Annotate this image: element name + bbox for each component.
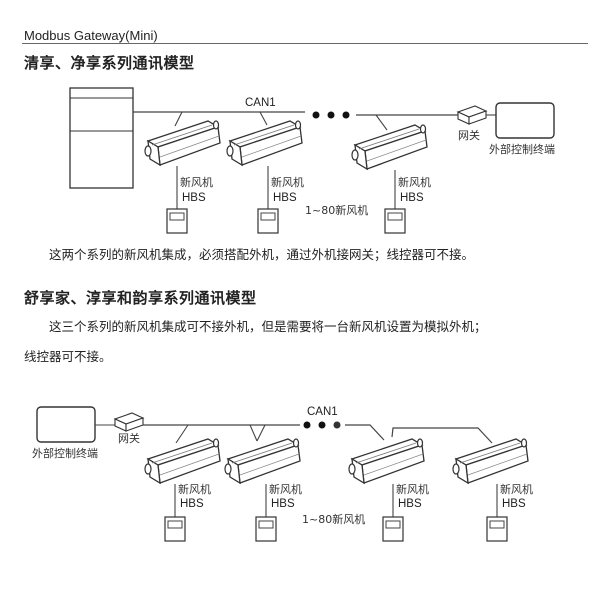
wired-controller-icon (486, 516, 508, 542)
gateway-icon (456, 105, 488, 125)
bus-continuation-dot (333, 421, 341, 429)
section2-paragraph-line1: 这三个系列的新风机集成可不接外机，但是需要将一台新风机设置为模拟外机； (49, 319, 487, 334)
bus-continuation-dot (312, 111, 320, 119)
unit-name-label: 新风机 (396, 482, 429, 496)
bus-continuation-dot (303, 421, 311, 429)
external-terminal-icon (36, 406, 96, 443)
unit-model-label: HBS (182, 192, 206, 204)
fresh-air-unit-icon (452, 438, 529, 484)
fresh-air-unit-icon (226, 120, 303, 166)
wired-controller-icon (255, 516, 277, 542)
can-bus-label: CAN1 (245, 97, 276, 109)
section1-paragraph: 这两个系列的新风机集成，必须搭配外机，通过外机接网关；线控器可不接。 (49, 247, 475, 262)
unit-model-label: HBS (502, 498, 526, 510)
wired-controller-icon (257, 208, 279, 234)
unit-model-label: HBS (398, 498, 422, 510)
outdoor-unit-icon (69, 87, 134, 189)
unit-model-label: HBS (273, 192, 297, 204)
bus-continuation-dot (342, 111, 350, 119)
external-terminal-icon (495, 102, 555, 139)
gateway-label: 网关 (118, 431, 140, 445)
gateway-icon (113, 412, 145, 432)
fresh-air-unit-icon (144, 120, 221, 166)
section2-title: 舒享家、淳享和韵享系列通讯模型 (24, 289, 257, 307)
document-header: Modbus Gateway(Mini) (24, 28, 158, 43)
unit-name-label: 新风机 (398, 175, 431, 189)
unit-name-label: 新风机 (178, 482, 211, 496)
unit-name-label: 新风机 (500, 482, 533, 496)
diagram-2: 外部控制终端 网关 CAN1 新风机 HBS 新风机 HBS 新风机 HBS 新… (32, 406, 533, 542)
unit-model-label: HBS (400, 192, 424, 204)
wired-controller-icon (382, 516, 404, 542)
unit-range-label: 1~80新风机 (302, 512, 365, 526)
terminal-label: 外部控制终端 (32, 446, 98, 460)
terminal-label: 外部控制终端 (489, 142, 555, 156)
gateway-label: 网关 (458, 128, 480, 142)
unit-name-label: 新风机 (269, 482, 302, 496)
fresh-air-unit-icon (144, 438, 221, 484)
unit-range-label: 1~80新风机 (305, 203, 368, 217)
unit-name-label: 新风机 (180, 175, 213, 189)
unit-model-label: HBS (180, 498, 204, 510)
section1-title: 清享、净享系列通讯模型 (24, 54, 195, 72)
wired-controller-icon (166, 208, 188, 234)
section2-paragraph-line2: 线控器可不接。 (24, 349, 112, 364)
fresh-air-unit-icon (348, 438, 425, 484)
fresh-air-unit-icon (224, 438, 301, 484)
unit-model-label: HBS (271, 498, 295, 510)
diagram-1: CAN1 新风机 HBS 新风机 HBS 新风机 HBS 1~80新风机 网关 … (69, 87, 555, 234)
can-bus-label: CAN1 (307, 406, 338, 418)
fresh-air-unit-icon (351, 124, 428, 170)
can-bus-line (391, 427, 493, 444)
bus-continuation-dot (327, 111, 335, 119)
unit-name-label: 新风机 (271, 175, 304, 189)
bus-continuation-dot (318, 421, 326, 429)
wired-controller-icon (164, 516, 186, 542)
wired-controller-icon (384, 208, 406, 234)
can-bus-line (345, 424, 385, 441)
header-rule (22, 43, 588, 44)
